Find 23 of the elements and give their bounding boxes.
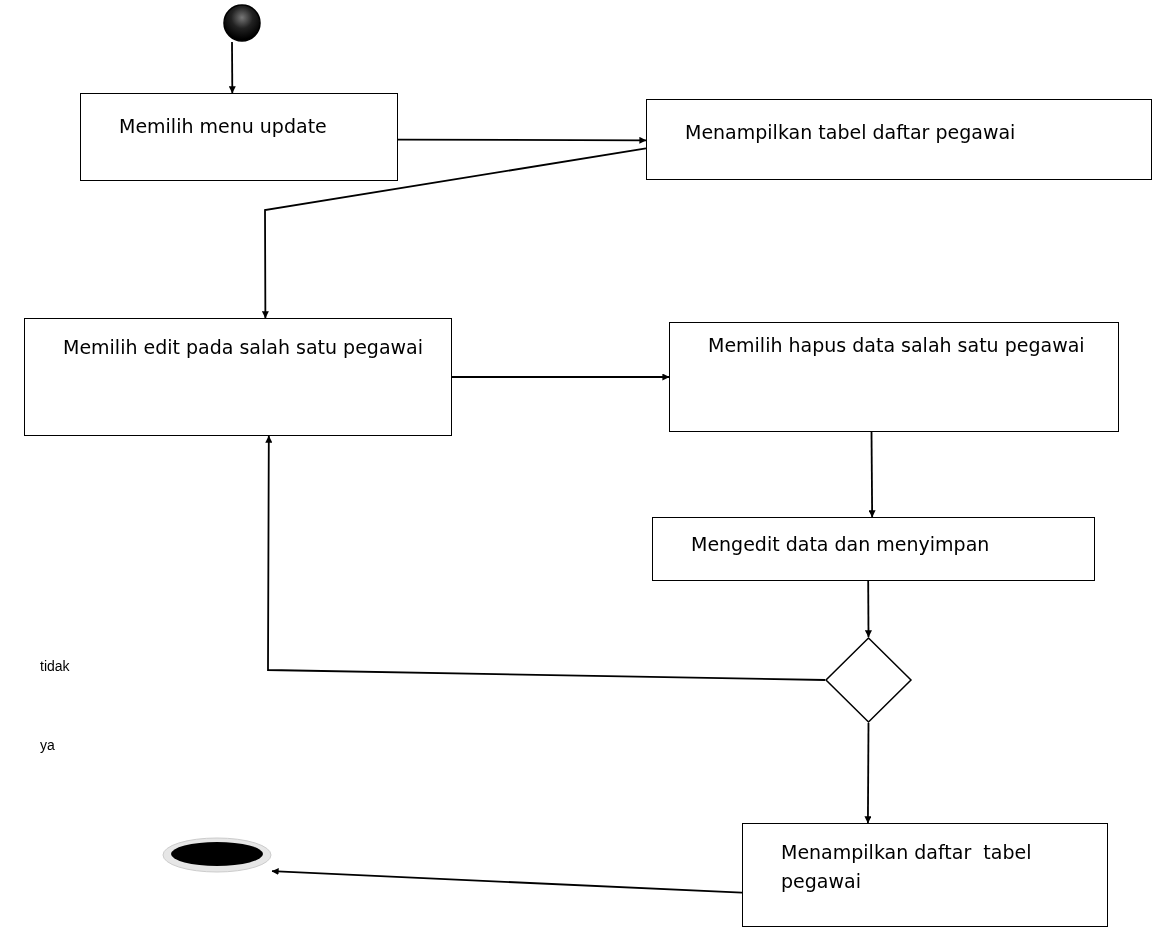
arrow xyxy=(261,147,647,319)
arrow xyxy=(265,435,826,681)
arrow xyxy=(228,41,236,94)
activity-box xyxy=(80,93,398,181)
activity-text: Memilih menu update xyxy=(119,114,328,139)
arrow xyxy=(864,580,872,638)
activity-box xyxy=(669,322,1119,432)
activity-text: Memilih edit pada salah satu pegawai xyxy=(63,335,424,360)
guard-label: ya xyxy=(40,737,55,753)
activity-text: Mengedit data dan menyimpan xyxy=(691,532,991,557)
activity-box xyxy=(24,318,452,436)
arrow xyxy=(397,136,647,144)
arrow xyxy=(271,868,743,894)
activity-box xyxy=(652,517,1095,581)
activity-box xyxy=(646,99,1152,180)
arrow xyxy=(451,373,670,381)
arrow xyxy=(868,431,876,518)
arrow xyxy=(864,722,872,824)
activity-box xyxy=(742,823,1108,927)
guard-label: tidak xyxy=(40,658,70,674)
activity-text: Menampilkan daftar tabel pegawai xyxy=(781,840,1033,895)
activity-text: Menampilkan tabel daftar pegawai xyxy=(685,120,1017,145)
activity-text: Memilih hapus data salah satu pegawai xyxy=(708,333,1086,358)
